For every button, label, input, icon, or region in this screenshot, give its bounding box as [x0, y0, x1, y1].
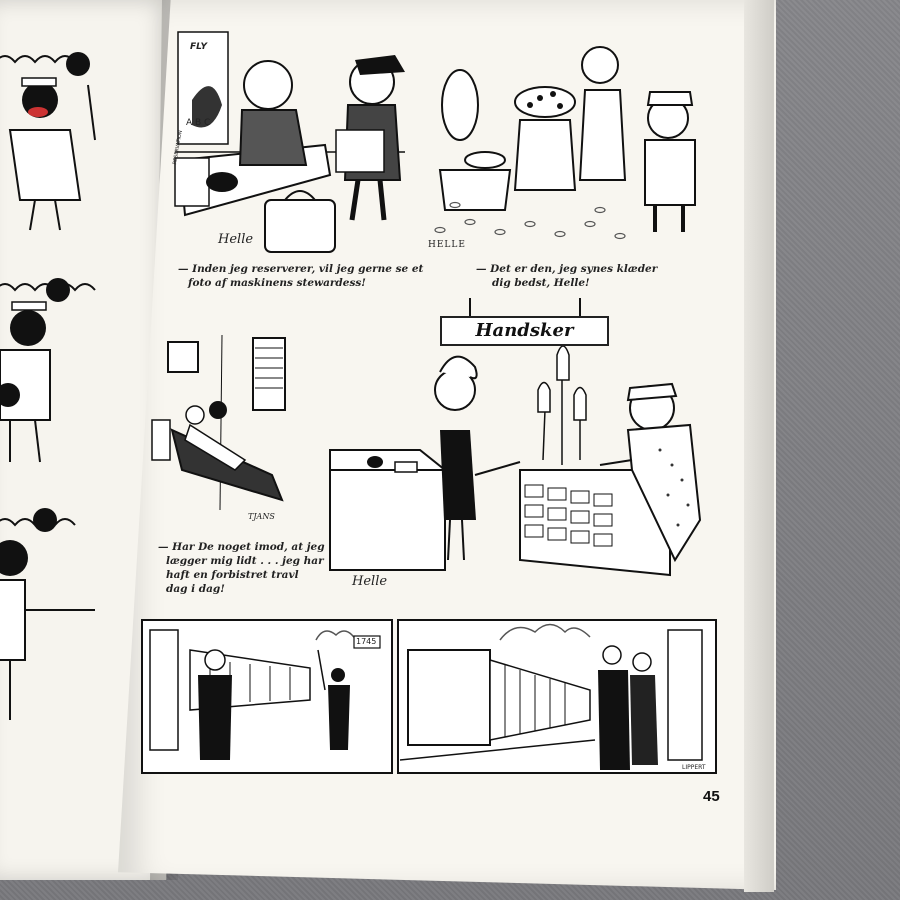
platform-sign-text: 1745	[356, 637, 377, 646]
train-strip-signature: LIPPERT	[682, 764, 706, 771]
airline-caption: — Inden jeg reserverer, vil jeg gerne se…	[178, 262, 423, 290]
airline-caption-line-1: — Inden jeg reserverer, vil jeg gerne se…	[178, 263, 424, 275]
sleeper-caption-line-1: — Har De noget imod, at jeg	[158, 541, 325, 553]
hat-shop-signature: HELLE	[428, 240, 466, 250]
left-page-cartoons	[0, 52, 96, 720]
page-edge	[744, 0, 774, 892]
page-number: 45	[703, 788, 720, 805]
airline-signature: Helle	[218, 232, 254, 247]
sleeper-caption-line-4: dag i dag!	[166, 583, 225, 595]
glove-shop-sign: Handsker	[440, 316, 609, 346]
sleeper-caption-line-3: haft en forbistret travl	[166, 569, 299, 581]
sleeper-caption: — Har De noget imod, at jeg lægger mig l…	[158, 540, 325, 596]
glove-shop-signature: Helle	[352, 574, 388, 589]
airline-poster-title: FLY	[190, 42, 207, 52]
airline-poster-letters: A B C	[186, 118, 211, 128]
hat-shop-caption-line-1: — Det er den, jeg synes klæder	[476, 263, 658, 275]
airline-caption-line-2: foto af maskinens stewardess!	[188, 277, 366, 289]
sleeper-signature: TJANS	[248, 512, 275, 521]
hat-shop-caption: — Det er den, jeg synes klæder dig bedst…	[476, 262, 657, 290]
hat-shop-caption-line-2: dig bedst, Helle!	[492, 277, 590, 289]
sleeper-caption-line-2: lægger mig lidt . . . jeg har	[166, 555, 324, 567]
